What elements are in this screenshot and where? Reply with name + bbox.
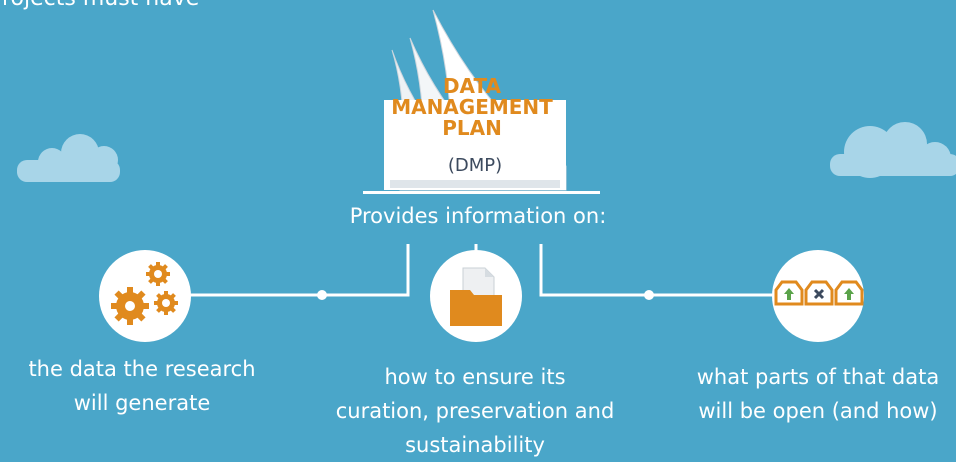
header-cut-text: rojects must have [2, 0, 199, 11]
folder-icon [450, 267, 502, 326]
cloud-left-icon [17, 134, 120, 182]
document-title-line-1: DATA [442, 74, 502, 98]
circle-left [99, 250, 191, 342]
item-label-data: the data the research will generate [0, 352, 284, 420]
item-label-line: the data the research [28, 357, 256, 381]
connector-right [539, 244, 776, 297]
item-label-line: will generate [73, 391, 211, 415]
item-label-line: will be open (and how) [698, 399, 938, 423]
item-label-line: what parts of that data [696, 365, 940, 389]
connector-left [190, 244, 410, 297]
item-label-line: curation, preservation and [335, 399, 615, 423]
item-label-curation: how to ensure its curation, preservation… [308, 360, 642, 462]
connector-dot-right [644, 290, 654, 300]
item-label-open-data: what parts of that data will be open (an… [668, 360, 956, 428]
connector-dot-left [317, 290, 327, 300]
provides-info-text: Provides information on: [349, 204, 607, 228]
document-abbreviation: (DMP) [447, 155, 503, 176]
document-stack-icon [363, 9, 600, 194]
document-title: DATA MANAGEMENT PLAN [380, 76, 564, 139]
item-label-line: sustainability [405, 433, 545, 457]
document-title-line-3: PLAN [442, 116, 502, 140]
item-label-line: how to ensure its [384, 365, 566, 389]
archive-boxes-icon [774, 280, 864, 306]
cloud-right-icon [830, 122, 956, 178]
document-title-line-2: MANAGEMENT [391, 95, 553, 119]
gears-icon [111, 262, 178, 325]
